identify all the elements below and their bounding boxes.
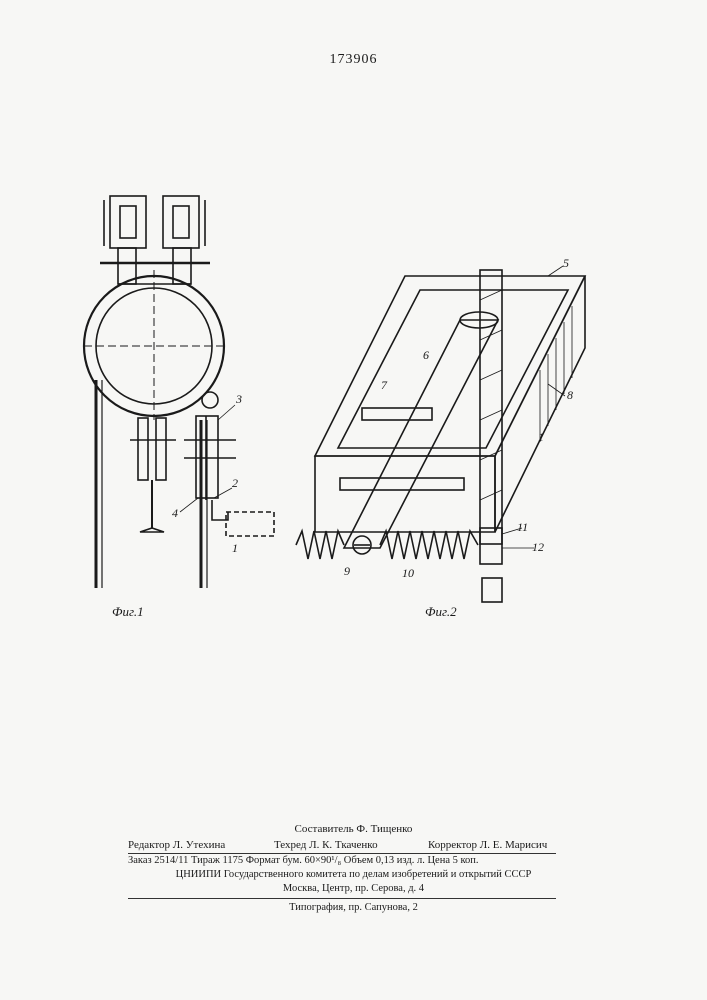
printer-info: Типография, пр. Сапунова, 2: [0, 902, 707, 913]
fig1-label-3: 3: [236, 392, 242, 407]
order-info: Заказ 2514/11 Тираж 1175 Формат бум. 60×…: [0, 855, 707, 866]
publisher-info: ЦНИИПИ Государственного комитета по дела…: [0, 869, 707, 880]
divider: [128, 898, 556, 899]
publisher-address: Москва, Центр, пр. Серова, д. 4: [0, 883, 707, 894]
fig2-label-8: 8: [567, 388, 573, 403]
fig1-label-2: 2: [232, 476, 238, 491]
fig1-label-1: 1: [232, 541, 238, 556]
divider: [128, 853, 556, 854]
fig2-label-5: 5: [563, 256, 569, 271]
compiler-credit: Составитель Ф. Тищенко: [0, 823, 707, 835]
fig2-label-1: 1: [538, 430, 544, 445]
fig2-label-12: 12: [532, 540, 544, 555]
corrector-credit: Корректор Л. Е. Марисич: [428, 839, 547, 851]
fig2-label-9: 9: [344, 564, 350, 579]
figure-1-drawing: [84, 196, 274, 588]
fig2-label-11: 11: [517, 520, 528, 535]
fig1-label-4: 4: [172, 506, 178, 521]
fig2-label-6: 6: [423, 348, 429, 363]
fig2-label-10: 10: [402, 566, 414, 581]
editor-credit: Редактор Л. Утехина: [128, 839, 225, 851]
figure-2-caption: Фиг.2: [425, 604, 457, 620]
figure-1-caption: Фиг.1: [112, 604, 144, 620]
techred-credit: Техред Л. К. Ткаченко: [274, 839, 378, 851]
fig2-label-7: 7: [381, 378, 387, 393]
